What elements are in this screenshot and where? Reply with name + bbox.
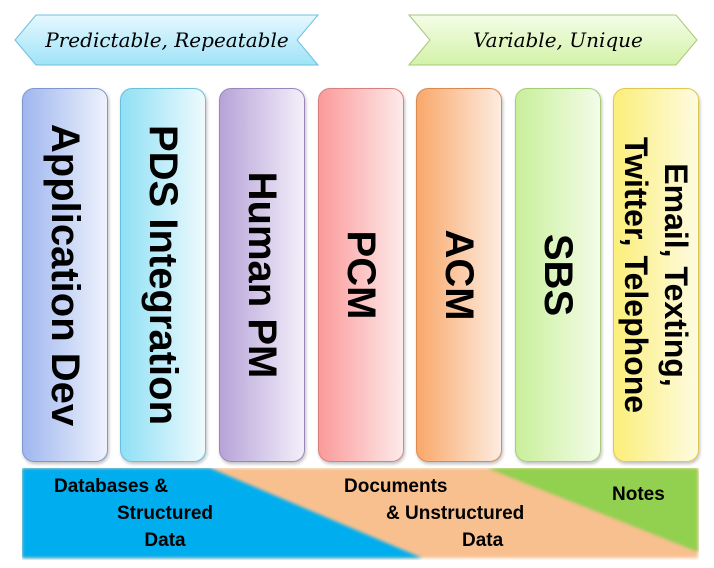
column-pcm: PCM	[318, 88, 404, 462]
column-email-texting: Email, Texting,Twitter, Telephone	[613, 88, 699, 462]
column-label: SBS	[536, 233, 580, 317]
data-type-band	[22, 468, 698, 558]
notes-label: Notes	[612, 484, 665, 505]
column-human-pm: Human PM	[219, 88, 305, 462]
column-pds-integration: PDS Integration	[120, 88, 206, 462]
column-label-line2: Twitter, Telephone	[618, 136, 654, 414]
unstructured-line3: Data	[462, 530, 504, 551]
structured-line2: Structured	[116, 503, 214, 524]
arrow-label-right: Variable, Unique	[473, 28, 643, 52]
column-label: ACM	[437, 229, 481, 321]
unstructured-line2: & Unstructured	[386, 503, 525, 524]
structured-line1: Databases &	[54, 476, 169, 497]
predictable-repeatable-arrow: Predictable, Repeatable	[14, 14, 320, 66]
arrow-label-left: Predictable, Repeatable	[45, 28, 289, 52]
column-label: Human PM	[240, 171, 284, 379]
column-label-line1: Email, Texting,	[658, 163, 694, 387]
unstructured-line1: Documents	[344, 476, 448, 497]
column-application-dev: Application Dev	[22, 88, 108, 462]
structured-data-label: Databases & Structured Data	[40, 473, 240, 554]
column-label: PDS Integration	[141, 124, 185, 426]
column-sbs: SBS	[515, 88, 601, 462]
unstructured-data-label: Documents & Unstructured Data	[330, 473, 570, 554]
notes-region	[487, 468, 698, 552]
column-label: PCM	[339, 230, 383, 320]
column-label: Application Dev	[43, 123, 87, 427]
structured-region	[22, 468, 422, 558]
variable-unique-arrow: Variable, Unique	[408, 14, 698, 66]
column-acm: ACM	[416, 88, 502, 462]
column-label: Email, Texting,Twitter, Telephone	[616, 137, 696, 413]
structured-line3: Data	[144, 530, 186, 551]
